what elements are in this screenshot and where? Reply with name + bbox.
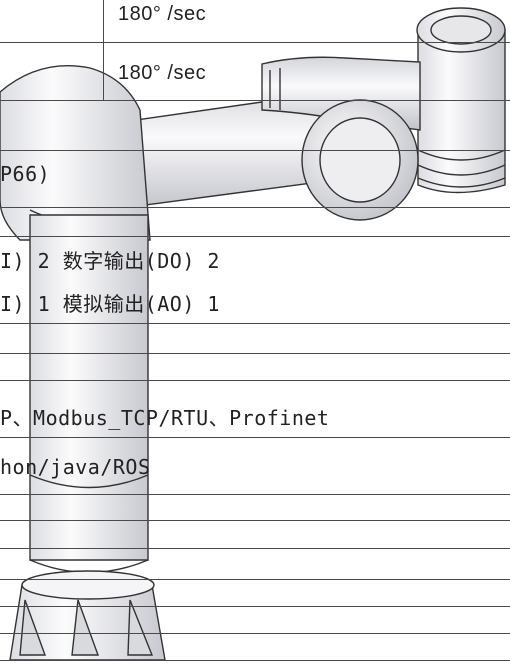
ip-rating-value: P66) bbox=[0, 162, 51, 186]
table-rule bbox=[0, 380, 510, 381]
communication-protocols-value: P、Modbus_TCP/RTU、Profinet bbox=[0, 406, 330, 430]
upper-arm bbox=[29, 214, 149, 574]
table-column-divider bbox=[103, 0, 104, 100]
table-rule bbox=[0, 353, 510, 354]
table-rule bbox=[0, 548, 510, 549]
table-rule bbox=[0, 42, 510, 43]
digital-io-value: I) 2 数字输出(DO) 2 bbox=[0, 249, 220, 273]
robot-base bbox=[9, 570, 166, 661]
table-rule bbox=[0, 579, 510, 580]
table-rule bbox=[0, 100, 510, 101]
table-rule bbox=[0, 207, 510, 208]
table-rule bbox=[0, 236, 510, 237]
table-rule bbox=[0, 323, 510, 324]
joint-speed-value: 180° /sec bbox=[118, 62, 207, 84]
table-rule bbox=[0, 660, 510, 661]
analog-io-value: I) 1 模拟输出(AO) 1 bbox=[0, 292, 220, 316]
elbow-joint bbox=[301, 99, 419, 221]
shoulder-joint bbox=[0, 65, 151, 241]
joint-speed-value: 180° /sec bbox=[118, 3, 207, 25]
table-rule bbox=[0, 606, 510, 607]
wrist-joint bbox=[416, 7, 506, 194]
programming-languages-value: hon/java/ROS bbox=[0, 455, 151, 479]
table-rule bbox=[0, 633, 510, 634]
table-rule bbox=[0, 437, 510, 438]
table-rule bbox=[0, 520, 510, 521]
table-rule bbox=[0, 494, 510, 495]
table-rule bbox=[0, 150, 510, 151]
